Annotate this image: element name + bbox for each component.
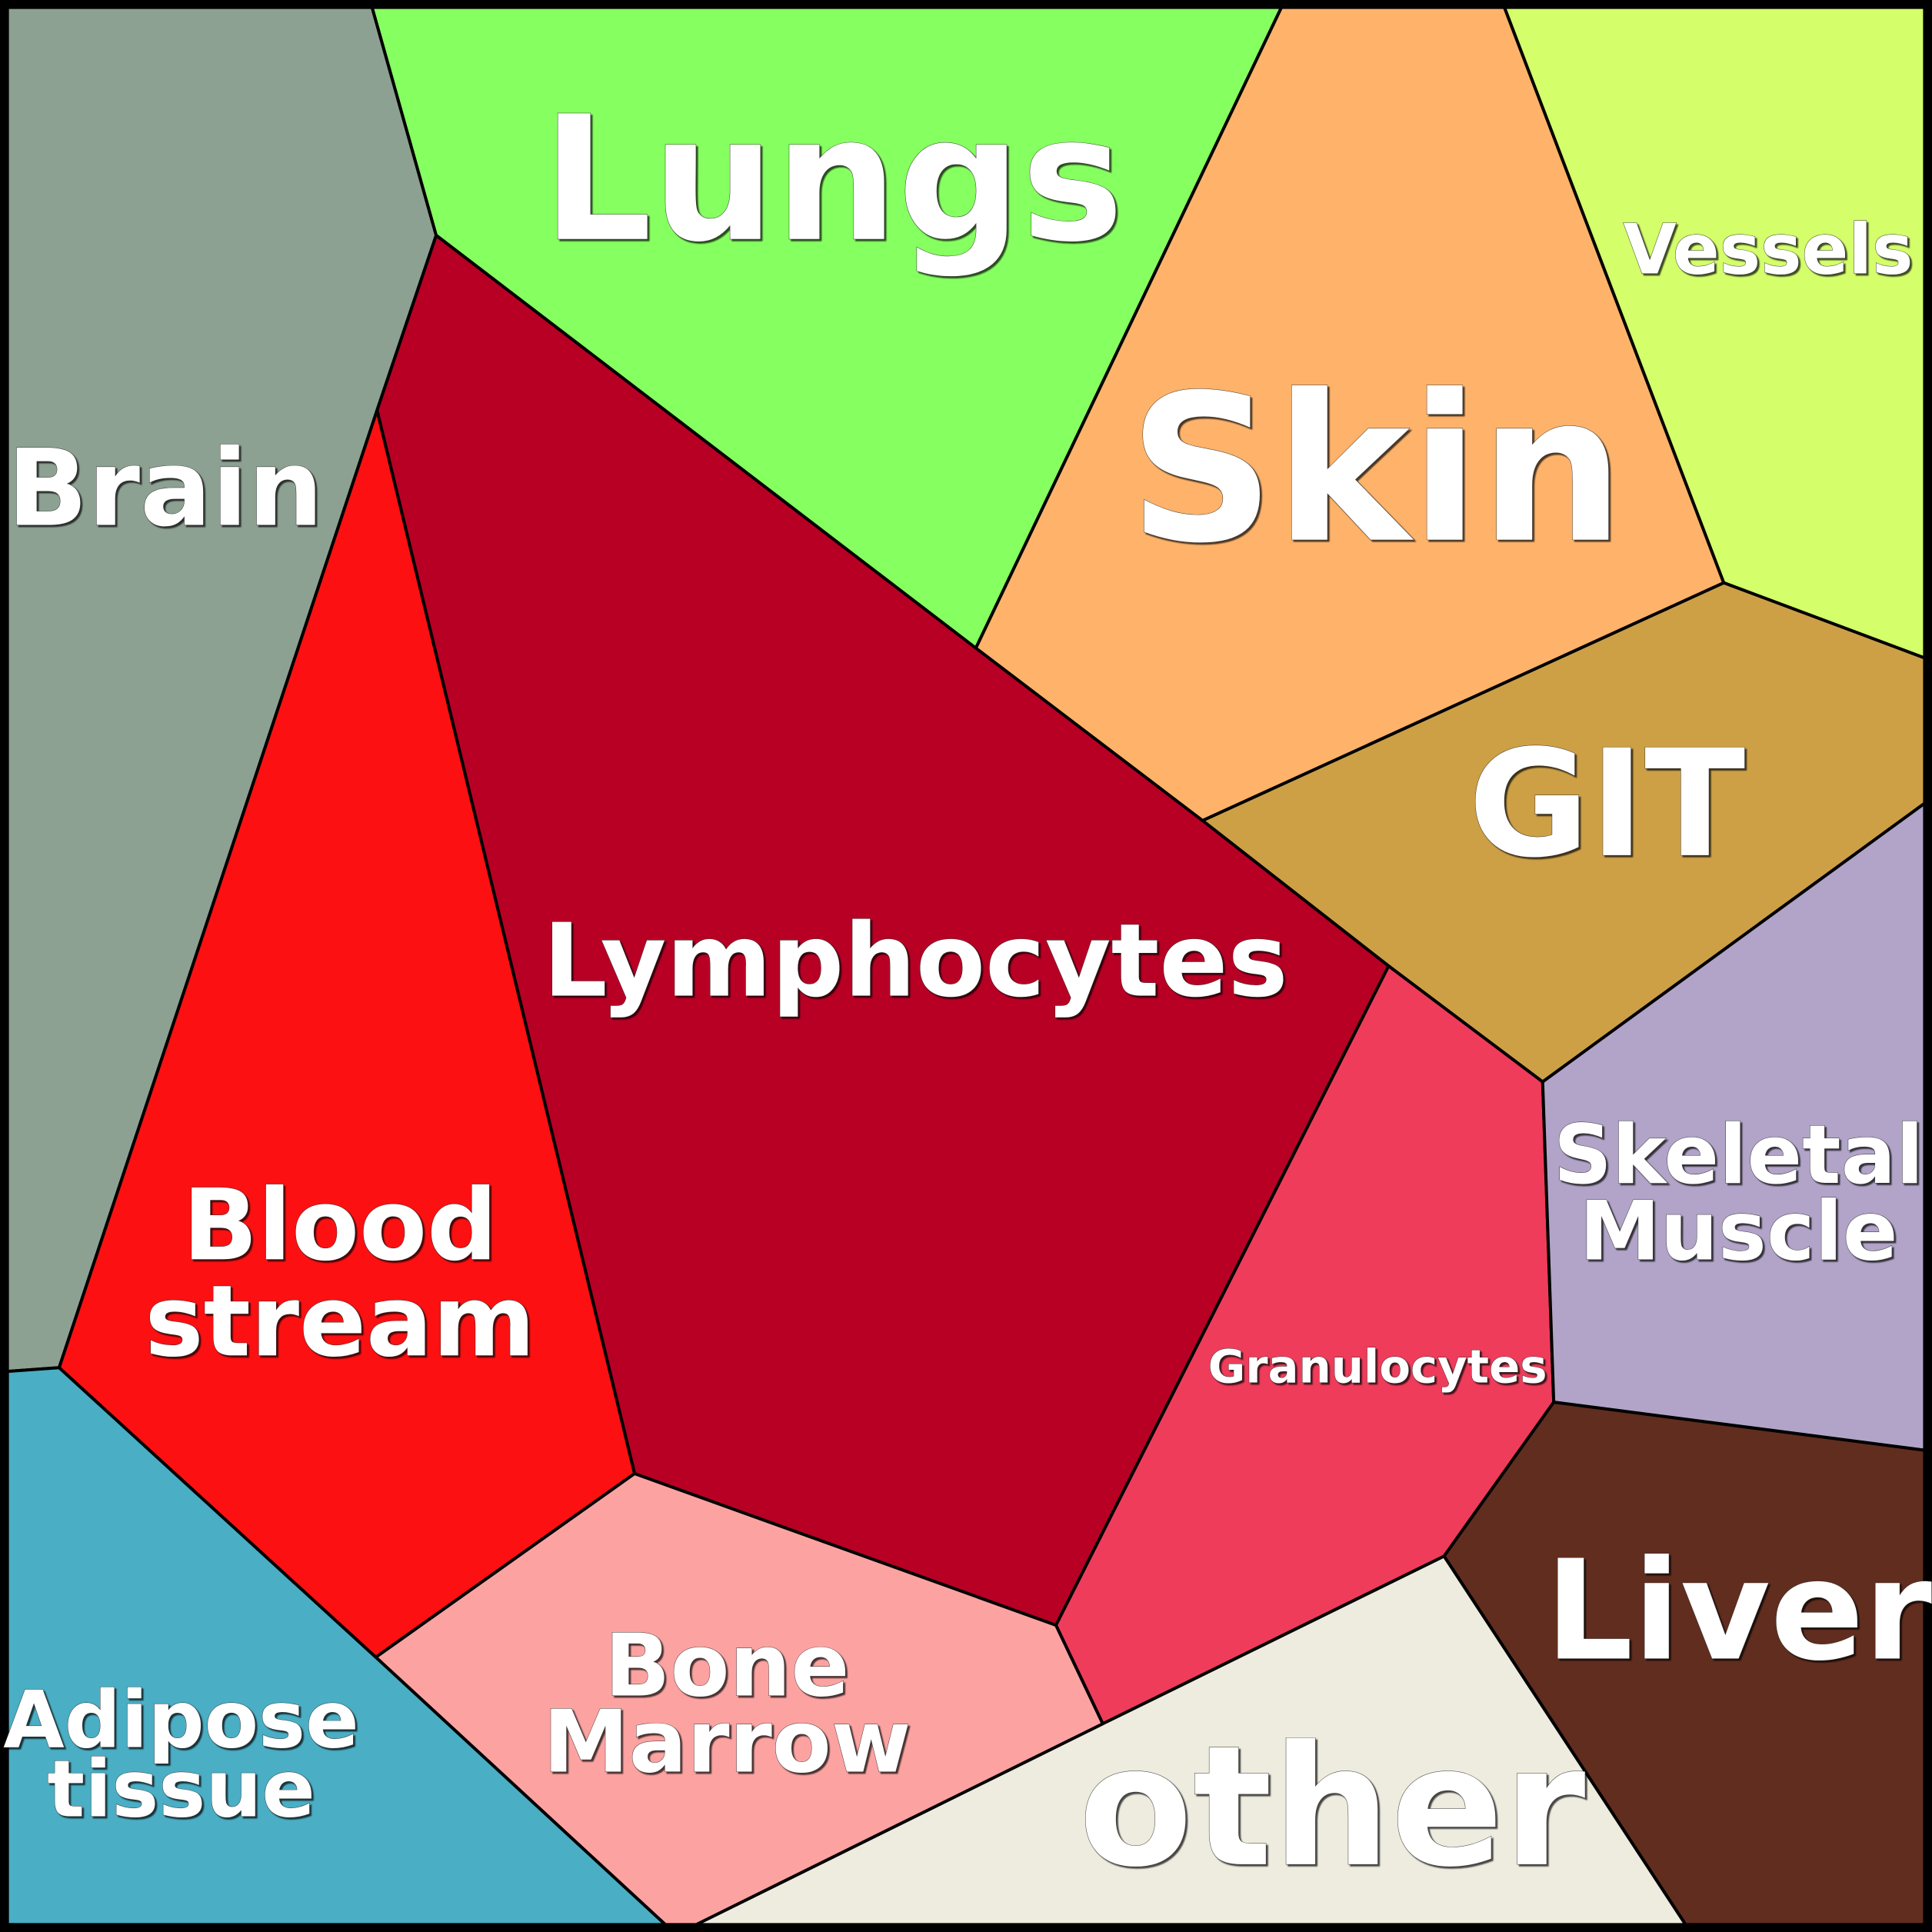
label-lymphocytes: Lymphocytes [543,901,1288,1019]
label-other: other [1078,1710,1586,1904]
label-bone-marrow-line1: Bone [605,1616,849,1716]
label-brain: Brain [7,427,323,550]
label-skin: Skin [1128,352,1624,588]
label-adipose-line2: tissue [47,1744,315,1835]
label-skeletal-line1: Skeletal [1554,1108,1924,1202]
label-granulocytes: Granulocytes [1208,1340,1547,1393]
label-blood-stream-line1: Blood [182,1168,497,1283]
region-liver [1442,1401,1927,1927]
region-adipose-tissue [5,1366,668,1927]
label-bone-marrow-line2: Marrow [543,1693,911,1793]
label-lungs: Lungs [542,79,1124,280]
label-vessels: Vessels [1623,211,1913,291]
label-adipose-line1: Adipose [3,1675,358,1767]
label-git: GIT [1468,719,1745,891]
label-liver: Liver [1545,1531,1932,1691]
label-skeletal-line2: Muscle [1579,1184,1897,1278]
label-blood-stream-line2: stream [145,1264,535,1379]
